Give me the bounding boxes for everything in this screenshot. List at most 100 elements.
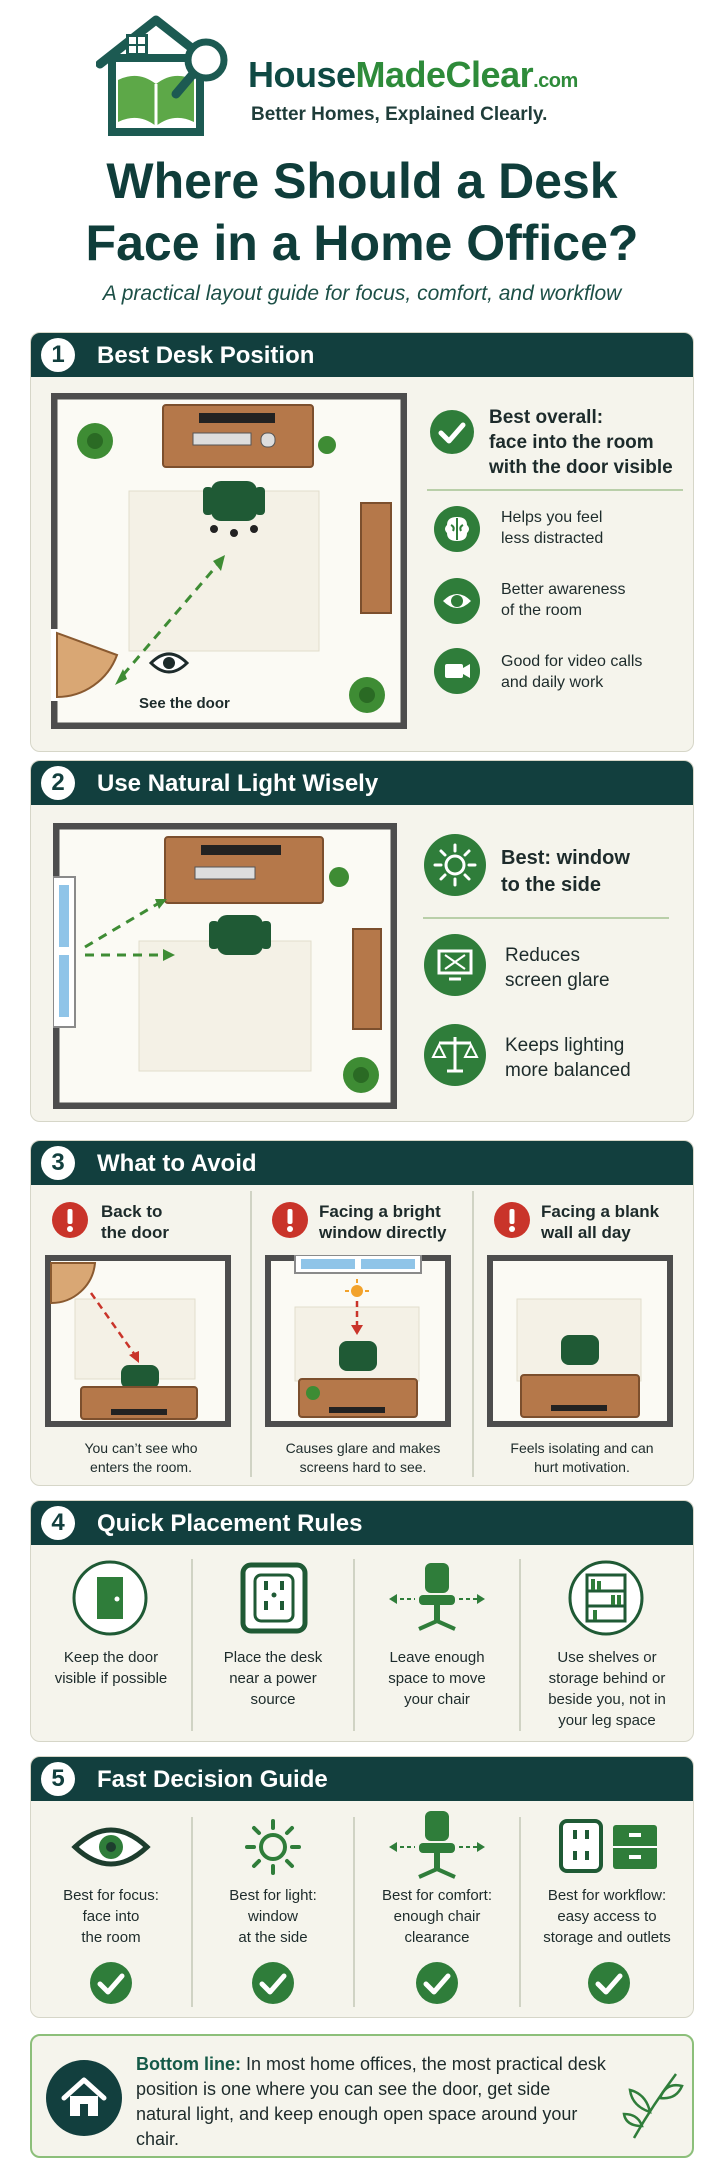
side-cabinet bbox=[360, 502, 392, 614]
rule-text: Keep the door visible if possible bbox=[54, 1649, 168, 1687]
avoid-title: Facing a bright window directly bbox=[319, 1202, 447, 1242]
desk bbox=[520, 1374, 640, 1418]
divider bbox=[472, 1191, 474, 1477]
desk bbox=[298, 1378, 418, 1418]
office-chair bbox=[209, 915, 271, 955]
section-header: 4 Quick Placement Rules bbox=[31, 1501, 693, 1545]
desk bbox=[164, 836, 324, 904]
page-subtitle: A practical layout guide for focus, comf… bbox=[102, 282, 622, 305]
office-chair bbox=[203, 481, 265, 537]
plant-icon bbox=[343, 1057, 379, 1093]
check-icon bbox=[430, 410, 474, 454]
plant-icon bbox=[318, 436, 336, 454]
window bbox=[294, 1255, 422, 1274]
avoid-caption: You can’t see who enters the room. bbox=[84, 1440, 198, 1475]
bottom-line-body: In most home offices, the most practical… bbox=[136, 2054, 606, 2149]
best-overall-text: Best overall: face into the room with th… bbox=[489, 407, 673, 478]
guide-text: Best for comfort: enough chair clearance bbox=[381, 1887, 493, 1946]
section-number: 1 bbox=[41, 338, 75, 372]
section-fast-decision-guide: 5 Fast Decision Guide Best for focus: fa… bbox=[30, 1756, 694, 2018]
guide-text: Best for workflow: easy access to storag… bbox=[543, 1887, 671, 1946]
rule-text: Place the desk near a power source bbox=[223, 1649, 323, 1708]
section-best-desk-position: 1 Best Desk Position bbox=[30, 332, 694, 752]
divider bbox=[191, 1559, 193, 1731]
room-plan-back-to-door bbox=[45, 1255, 231, 1427]
check-icon bbox=[90, 1962, 132, 2004]
divider bbox=[519, 1559, 521, 1731]
guide-text: Best for light: window at the side bbox=[229, 1887, 317, 1946]
divider bbox=[353, 1817, 355, 2007]
avoid-caption: Causes glare and makes screens hard to s… bbox=[285, 1440, 441, 1475]
section-number: 5 bbox=[41, 1762, 75, 1796]
section-header: 5 Fast Decision Guide bbox=[31, 1757, 693, 1801]
section-title: Use Natural Light Wisely bbox=[97, 770, 379, 797]
eye-icon bbox=[148, 652, 190, 674]
rule-text: Use shelves or storage behind or beside … bbox=[548, 1649, 666, 1729]
section-quick-placement-rules: 4 Quick Placement Rules Keep the door vi… bbox=[30, 1500, 694, 1742]
office-chair bbox=[339, 1341, 377, 1371]
benefit-text: Better awareness of the room bbox=[501, 581, 626, 619]
house-book-logo-icon bbox=[96, 15, 228, 136]
bottom-line-callout: Bottom line: In most home offices, the m… bbox=[30, 2034, 694, 2158]
alert-icon bbox=[494, 1202, 530, 1238]
brand-logo[interactable]: HouseMadeClear.com Better Homes, Explain… bbox=[96, 14, 656, 136]
plant-icon bbox=[329, 867, 349, 887]
check-icon bbox=[252, 1962, 294, 2004]
page-title-line2: Face in a Home Office? bbox=[85, 215, 639, 271]
alert-icon bbox=[272, 1202, 308, 1238]
avoid-title: Back to the door bbox=[101, 1202, 169, 1242]
balance-scale-icon bbox=[424, 1024, 486, 1086]
door-icon bbox=[72, 1560, 148, 1636]
home-icon-badge bbox=[46, 2060, 122, 2136]
section-number: 4 bbox=[41, 1506, 75, 1540]
outlet-storage-icon bbox=[559, 1819, 657, 1873]
plant-icon bbox=[349, 677, 385, 713]
brand-name-part1: House bbox=[248, 54, 356, 95]
power-outlet-icon bbox=[240, 1562, 308, 1634]
bottom-line-text: Bottom line: In most home offices, the m… bbox=[136, 2052, 606, 2152]
plan-label-see-the-door: See the door bbox=[139, 695, 230, 712]
section-title: Best Desk Position bbox=[97, 342, 315, 369]
sun-icon bbox=[245, 1819, 301, 1875]
brand-tagline: Better Homes, Explained Clearly. bbox=[251, 104, 548, 125]
office-chair bbox=[561, 1335, 599, 1365]
brain-icon bbox=[434, 506, 480, 552]
bottom-line-lead: Bottom line: bbox=[136, 2054, 241, 2074]
section-title: Quick Placement Rules bbox=[97, 1510, 363, 1537]
benefit-text: Good for video calls and daily work bbox=[501, 653, 643, 691]
section-number: 2 bbox=[41, 766, 75, 800]
screen-glare-icon bbox=[424, 934, 486, 996]
bookshelf-icon bbox=[568, 1560, 644, 1636]
section-header: 2 Use Natural Light Wisely bbox=[31, 761, 693, 805]
section-natural-light: 2 Use Natural Light Wisely bbox=[30, 760, 694, 1122]
desk bbox=[80, 1386, 198, 1420]
home-icon bbox=[61, 2077, 107, 2116]
check-icon bbox=[416, 1962, 458, 2004]
section-header: 1 Best Desk Position bbox=[31, 333, 693, 377]
section-what-to-avoid: 3 What to Avoid Back to the door bbox=[30, 1140, 694, 1486]
alert-icon bbox=[52, 1202, 88, 1238]
section-number: 3 bbox=[41, 1146, 75, 1180]
brand-name-part2: MadeClear bbox=[355, 54, 534, 95]
office-chair-icon bbox=[389, 1563, 485, 1631]
best-window-text: Best: window to the side bbox=[501, 847, 630, 896]
brand-name-suffix: .com bbox=[533, 70, 578, 92]
sun-icon bbox=[345, 1279, 369, 1297]
room-floor-plan: See the door bbox=[51, 393, 407, 729]
divider bbox=[519, 1817, 521, 2007]
eye-icon bbox=[434, 578, 480, 624]
brand-name: HouseMadeClear.com bbox=[248, 54, 578, 96]
leaf-sprig-icon bbox=[622, 2073, 684, 2139]
video-camera-icon bbox=[434, 648, 480, 694]
divider bbox=[250, 1191, 252, 1477]
sun-icon bbox=[424, 834, 486, 896]
benefit-text: Keeps lighting more balanced bbox=[505, 1035, 631, 1081]
window bbox=[53, 876, 76, 1028]
office-chair-icon bbox=[389, 1811, 485, 1879]
divider bbox=[191, 1817, 193, 2007]
side-cabinet bbox=[352, 928, 382, 1030]
room-floor-plan-window bbox=[53, 823, 397, 1109]
door bbox=[51, 629, 119, 701]
plant-icon bbox=[77, 423, 113, 459]
